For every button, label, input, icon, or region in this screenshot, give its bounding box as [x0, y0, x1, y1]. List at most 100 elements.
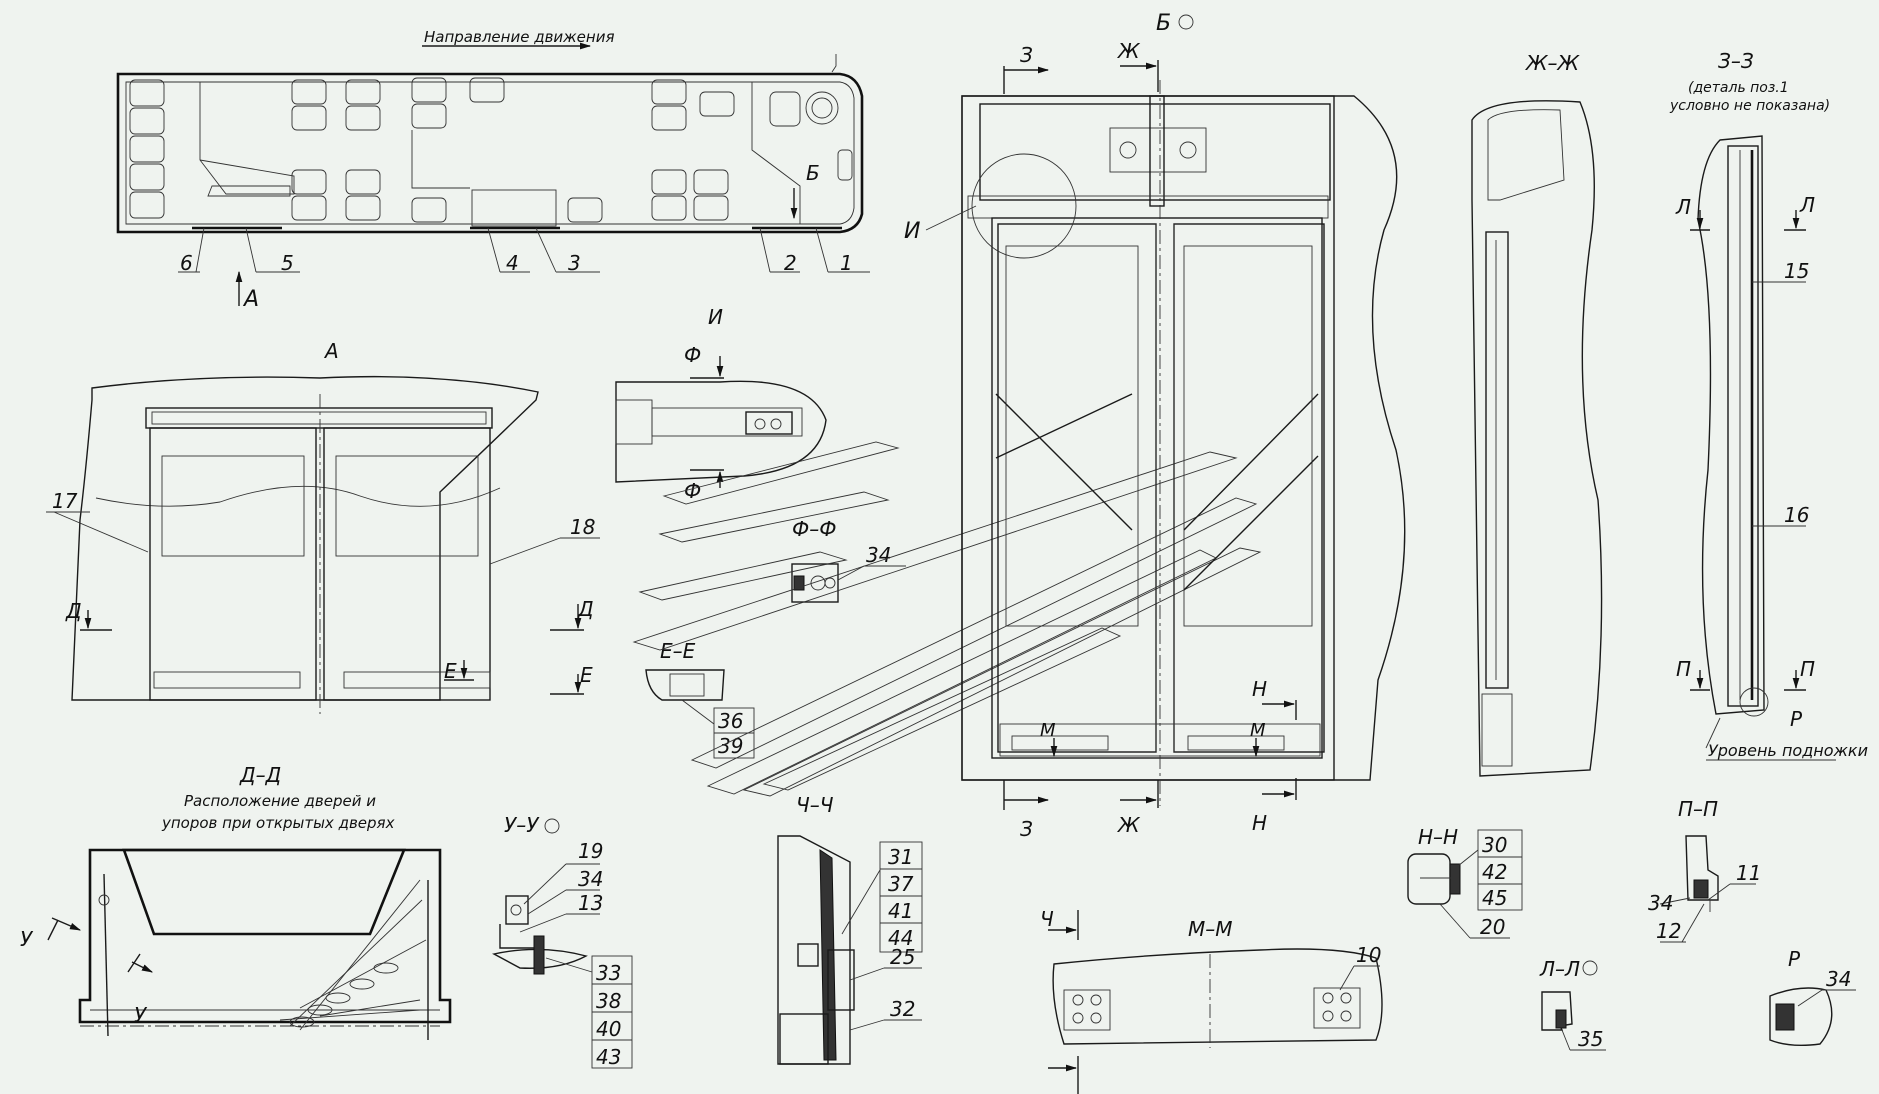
- view-a-title: А: [323, 339, 339, 363]
- guide-outlines: [632, 441, 1262, 797]
- section-p-marker-left: П: [1676, 657, 1691, 681]
- section-m-marker-left: М: [1040, 720, 1056, 741]
- section-e-marker-right: Е: [580, 663, 593, 687]
- position-12: 12: [1656, 919, 1681, 943]
- position-34-r: 34: [1826, 967, 1851, 991]
- section-z-z: З–З (деталь поз.1 условно не показана) 1…: [1669, 49, 1868, 761]
- position-34-p: 34: [1648, 891, 1673, 915]
- section-zh-zh: Ж–Ж: [1471, 51, 1603, 777]
- section-ch-title: Ч–Ч: [796, 793, 834, 817]
- section-l-marker-right: Л: [1799, 193, 1815, 217]
- position-3: 3: [568, 251, 581, 275]
- position-10: 10: [1356, 943, 1381, 967]
- section-ch-ch: Ч–Ч 31 37 41 44 25 32: [777, 793, 923, 1065]
- section-z-note-1: (деталь поз.1: [1688, 80, 1789, 96]
- position-37: 37: [888, 872, 914, 896]
- section-z-marker-bottom: З: [1020, 817, 1033, 841]
- view-r-detail: Р 34: [1769, 947, 1856, 1047]
- rear-seats: [129, 79, 165, 219]
- section-z-marker-top: З: [1020, 43, 1033, 67]
- section-m-title: М–М: [1188, 917, 1233, 941]
- position-33: 33: [596, 961, 621, 985]
- section-n-marker-bottom: Н: [1252, 811, 1267, 835]
- position-1: 1: [840, 251, 853, 275]
- position-42: 42: [1482, 860, 1507, 884]
- travel-direction-label: Направление движения: [424, 28, 614, 46]
- position-34-u: 34: [578, 867, 603, 891]
- position-41: 41: [888, 899, 913, 923]
- position-36: 36: [718, 709, 743, 733]
- section-n-title: Н–Н: [1418, 825, 1458, 849]
- section-f-marker-top: Ф: [684, 343, 701, 367]
- position-13: 13: [578, 891, 603, 915]
- position-31: 31: [888, 845, 913, 869]
- section-d-d: Д–Д Расположение дверей и упоров при отк…: [20, 763, 452, 1040]
- section-zh-title: Ж–Ж: [1524, 51, 1581, 75]
- section-u-u: У–У 19 34 13 33 38 40 43: [491, 813, 633, 1069]
- section-z-title: З–З: [1718, 49, 1754, 73]
- section-f-title: Ф–Ф: [792, 517, 836, 541]
- bus-body-panel: [71, 375, 539, 701]
- section-l-title: Л–Л: [1539, 957, 1580, 981]
- bus-outline: [116, 72, 864, 234]
- open-door-stops: [279, 879, 427, 1031]
- position-43: 43: [596, 1045, 621, 1069]
- section-u-marker-left: У: [20, 927, 34, 951]
- section-f-f: Ф–Ф 34: [791, 517, 906, 603]
- section-l-marker-left: Л: [1675, 195, 1691, 219]
- section-p-title: П–П: [1678, 797, 1718, 821]
- position-17: 17: [52, 489, 78, 513]
- door-top-rail: [145, 407, 493, 429]
- position-15: 15: [1784, 259, 1809, 283]
- position-4: 4: [506, 251, 519, 275]
- view-b-title: Б: [1156, 11, 1171, 36]
- view-i-marker: И: [904, 219, 920, 244]
- section-zh-marker-bottom: Ж: [1116, 813, 1141, 837]
- section-m-m: М–М Ч 10: [1040, 907, 1383, 1094]
- position-19: 19: [578, 839, 603, 863]
- door-leaf-right: [1173, 223, 1325, 753]
- bus-plan-view: Направление движения: [116, 28, 870, 312]
- section-d-note-1: Расположение дверей и: [184, 792, 376, 810]
- section-f-marker-bottom: Ф: [684, 479, 701, 503]
- section-m-marker-right: М: [1250, 720, 1266, 741]
- position-34-f: 34: [866, 543, 891, 567]
- view-a-marker: А: [242, 287, 259, 312]
- section-e-title: Е–Е: [660, 639, 696, 663]
- position-18: 18: [570, 515, 595, 539]
- section-e-e: Е–Е 36 39: [645, 639, 755, 759]
- section-n-marker-top: Н: [1252, 677, 1267, 701]
- view-i-detail: И Ф Ф: [615, 305, 827, 503]
- position-5: 5: [281, 251, 294, 275]
- section-d-title: Д–Д: [239, 763, 281, 787]
- section-ch-marker-top: Ч: [1040, 907, 1054, 931]
- section-z-note-2: условно не показана): [1669, 98, 1830, 114]
- position-11: 11: [1736, 861, 1761, 885]
- section-d-marker-left: Д: [65, 599, 82, 623]
- position-35: 35: [1578, 1027, 1603, 1051]
- section-l-l: Л–Л 35: [1539, 957, 1606, 1051]
- position-32: 32: [890, 997, 915, 1021]
- driver-cabin: [751, 82, 853, 224]
- view-r-title: Р: [1788, 947, 1801, 971]
- view-a-door-elevation: А 17 18 Д Д Е Е: [46, 339, 600, 714]
- section-e-marker-left: Е: [444, 659, 457, 683]
- section-d-marker-right: Д: [577, 597, 594, 621]
- position-20: 20: [1480, 915, 1505, 939]
- position-2: 2: [784, 251, 797, 275]
- view-r-marker: Р: [1790, 707, 1803, 731]
- position-40: 40: [596, 1017, 621, 1041]
- position-16: 16: [1784, 503, 1809, 527]
- view-i-title: И: [708, 305, 723, 329]
- section-p-p: П–П 34 11 12: [1648, 797, 1761, 943]
- position-39: 39: [718, 734, 743, 758]
- position-38: 38: [596, 989, 621, 1013]
- view-b-marker: Б: [806, 161, 820, 185]
- section-d-note-2: упоров при открытых дверях: [161, 814, 395, 832]
- position-25: 25: [890, 945, 915, 969]
- section-u-marker-right: У: [134, 1003, 148, 1027]
- passenger-seats: [291, 77, 735, 223]
- position-44: 44: [888, 926, 913, 950]
- position-45: 45: [1482, 886, 1507, 910]
- section-zh-marker-top: Ж: [1116, 39, 1141, 63]
